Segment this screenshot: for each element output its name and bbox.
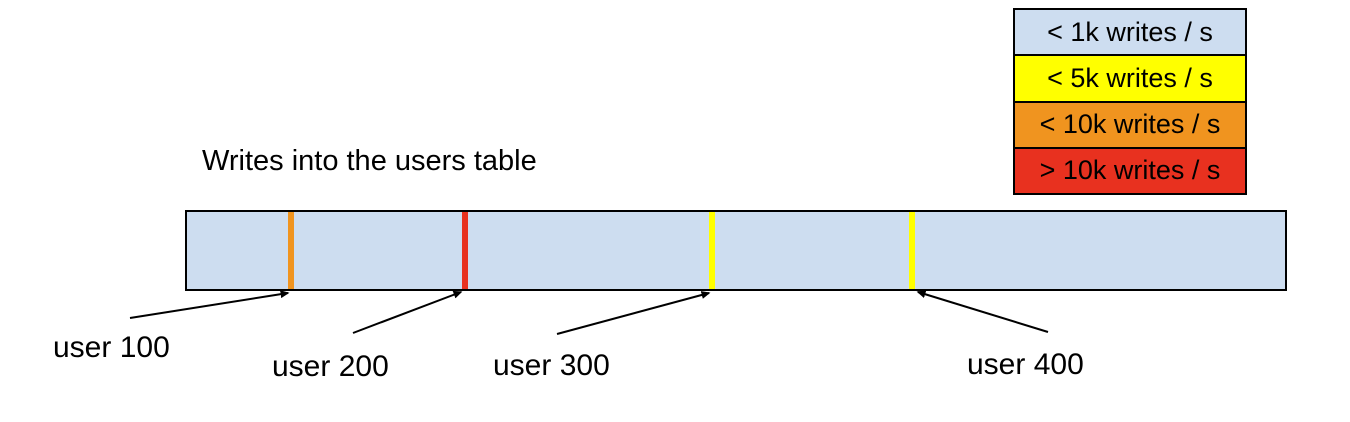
write-hotspot-stripe-user-400 [909, 212, 916, 289]
user-100-label: user 100 [53, 331, 170, 364]
legend-item-gt-10k: > 10k writes / s [1015, 148, 1245, 193]
legend-item-lt-5k: < 5k writes / s [1015, 56, 1245, 103]
write-hotspot-stripe-user-200 [461, 212, 468, 289]
diagram-title: Writes into the users table [202, 145, 537, 177]
legend-item-lt-10k: < 10k writes / s [1015, 102, 1245, 149]
legend-item-lt-1k: < 1k writes / s [1015, 10, 1245, 57]
legend: < 1k writes / s < 5k writes / s < 10k wr… [1013, 8, 1247, 195]
arrow-user-300 [556, 291, 711, 335]
arrow-user-400 [916, 290, 1049, 333]
write-hotspot-stripe-user-100 [288, 212, 295, 289]
write-hotspot-stripe-user-300 [708, 212, 715, 289]
user-400-label: user 400 [967, 348, 1084, 381]
arrow-user-100 [129, 290, 290, 319]
users-table-bar [185, 210, 1287, 291]
user-300-label: user 300 [493, 349, 610, 382]
arrow-user-200 [352, 290, 463, 334]
user-200-label: user 200 [272, 350, 389, 383]
